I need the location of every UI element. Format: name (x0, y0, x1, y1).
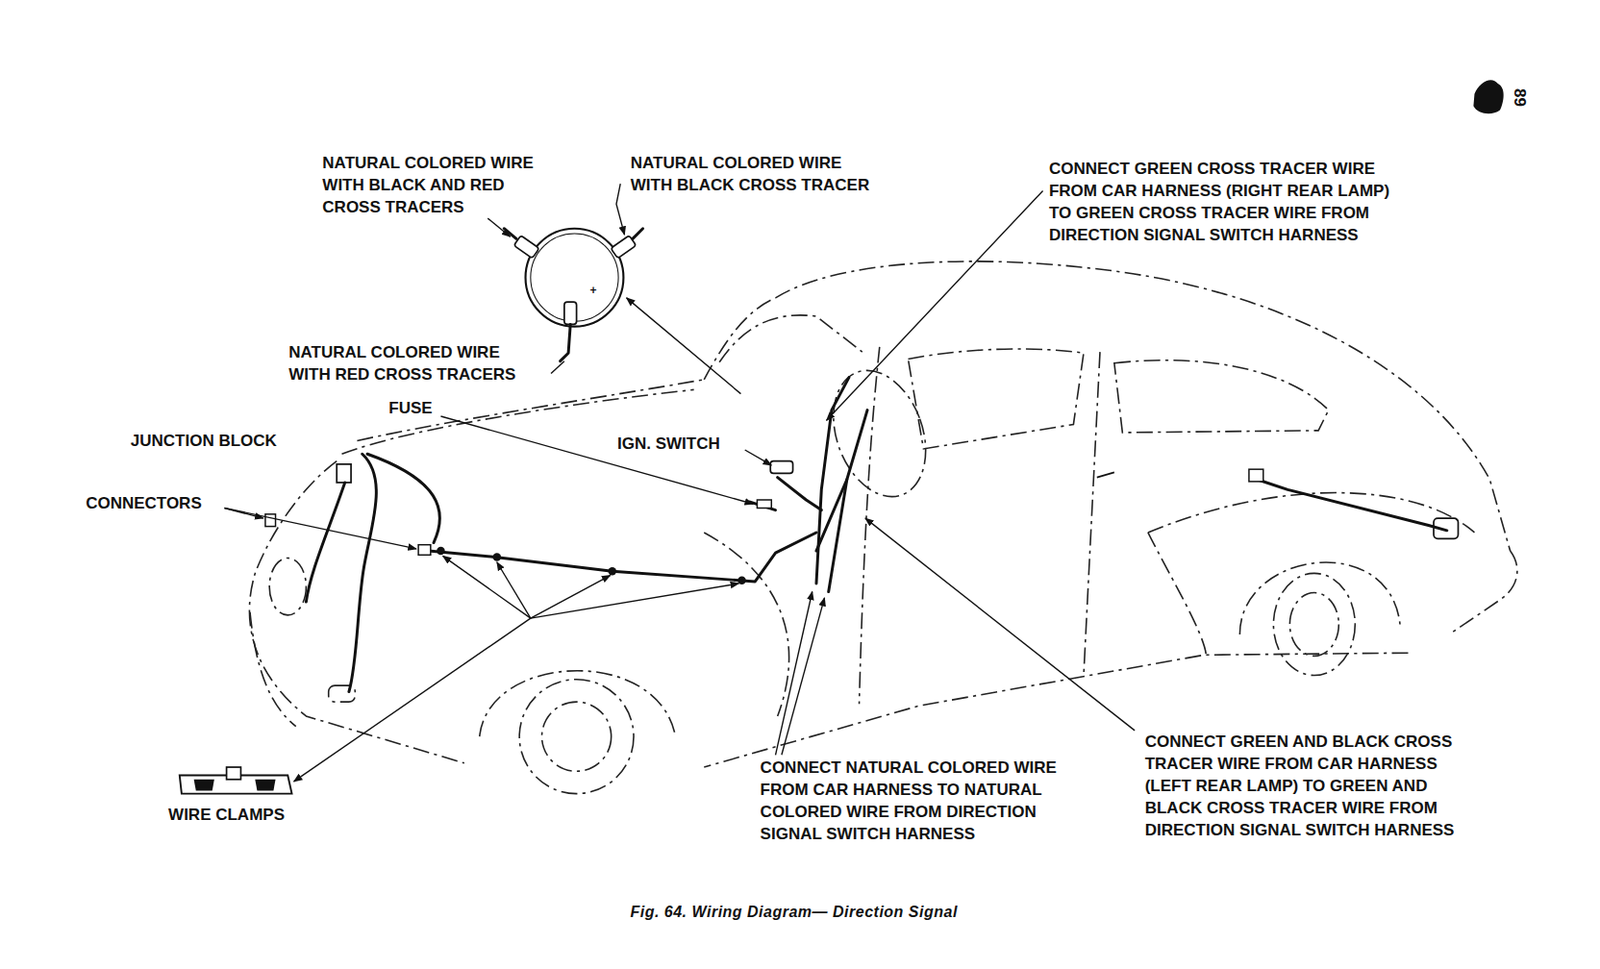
door-handle (1097, 472, 1115, 477)
switch-wire (777, 477, 823, 511)
leader-line (224, 507, 417, 549)
callout-note: NATURAL COLORED WIRE WITH BLACK CROSS TR… (630, 151, 875, 197)
front-fender (249, 461, 464, 764)
roof-line (775, 261, 1511, 551)
part-label: 89 (1508, 88, 1531, 107)
drawing-group (179, 79, 1518, 794)
wire-clamp-dot (436, 547, 445, 555)
leader-line (626, 298, 742, 395)
leader-line (745, 450, 773, 466)
part-label: FUSE (388, 397, 432, 420)
part-label: CONNECTORS (85, 492, 202, 515)
label-anchor: NATURAL COLORED WIRE WITH RED CROSS TRAC… (288, 341, 521, 386)
leader-line (440, 416, 753, 504)
flasher-wire (560, 324, 572, 361)
label-anchor: + (589, 279, 597, 302)
headlamp (269, 557, 306, 615)
front-wheel (519, 679, 634, 795)
callout-note: CONNECT GREEN CROSS TRACER WIRE FROM CAR… (1049, 157, 1395, 247)
front-hub (542, 701, 612, 772)
figure-caption: Fig. 64. Wiring Diagram— Direction Signa… (629, 902, 957, 923)
label-anchor: CONNECT GREEN AND BLACK CROSS TRACER WIR… (1145, 730, 1460, 842)
parking-lamp-wire (349, 453, 376, 692)
leader-line (616, 183, 625, 235)
label-anchor: NATURAL COLORED WIRE WITH BLACK CROSS TR… (630, 151, 875, 197)
wire-clamp-dot (737, 576, 746, 585)
label-anchor: JUNCTION BLOCK (130, 429, 277, 452)
leader-line (550, 361, 565, 375)
clamp-tab (194, 779, 215, 792)
connector (1249, 469, 1264, 482)
label-anchor: NATURAL COLORED WIRE WITH BLACK AND RED … (322, 151, 538, 219)
leader-line (865, 518, 1135, 731)
leader-line (530, 583, 739, 619)
headlamp-wire (305, 482, 345, 602)
part-label: IGN. SWITCH (617, 432, 721, 455)
grille (250, 612, 297, 727)
fender-rear-edge (703, 532, 789, 717)
flasher-terminal (564, 301, 577, 325)
leader-line (443, 555, 531, 619)
windshield (719, 315, 863, 363)
wiring-harness (265, 377, 1459, 693)
label-anchor: CONNECT GREEN CROSS TRACER WIRE FROM CAR… (1049, 157, 1395, 247)
clamp-clip (226, 767, 242, 780)
rear-hub (1289, 593, 1339, 657)
scan-blob (1473, 79, 1503, 114)
label-anchor: IGN. SWITCH (617, 432, 721, 455)
main-harness (428, 532, 817, 582)
label-anchor: CONNECT NATURAL COLORED WIRE FROM CAR HA… (760, 756, 1062, 846)
leader-line (826, 190, 1044, 421)
rear-fender-front (1148, 532, 1206, 655)
label-anchor: WIRE CLAMPS (168, 803, 285, 826)
wire-clamp-icon (179, 767, 293, 795)
steering-column (816, 479, 848, 551)
leader-line (497, 562, 531, 619)
flasher-wire (632, 228, 644, 240)
leader-lines (224, 183, 1135, 782)
junction-block (336, 464, 351, 483)
leader-line (294, 618, 531, 782)
front-window (907, 349, 1084, 450)
steering-wheel (817, 357, 943, 510)
ignition-switch (770, 461, 793, 475)
harness-wire (367, 453, 440, 543)
part-label: JUNCTION BLOCK (130, 429, 277, 452)
flasher-body (525, 228, 625, 327)
column-wire (828, 410, 868, 593)
connector (265, 514, 276, 527)
connector (418, 545, 431, 556)
label-anchor: FUSE (388, 397, 432, 420)
part-label: WIRE CLAMPS (168, 803, 285, 826)
flasher-unit (503, 228, 643, 362)
column-wire (816, 377, 850, 584)
rear-window (1114, 360, 1329, 433)
rear-wheel (1273, 573, 1355, 675)
leader-line (775, 592, 813, 756)
callout-note: NATURAL COLORED WIRE WITH RED CROSS TRAC… (288, 341, 521, 386)
wire-clamp-dot (493, 552, 501, 561)
front-wheel-arch (479, 671, 676, 737)
fuse (756, 500, 772, 508)
door-front-edge (859, 347, 880, 704)
callout-note: CONNECT GREEN AND BLACK CROSS TRACER WIR… (1145, 730, 1460, 842)
hood-line (356, 379, 704, 442)
callout-note: NATURAL COLORED WIRE WITH BLACK AND RED … (322, 151, 538, 219)
label-anchor: CONNECTORS (85, 492, 202, 515)
tail-lamp (1433, 518, 1458, 539)
wire-clamp-dot (607, 567, 616, 575)
clamp-tab (254, 779, 275, 792)
callout-note: CONNECT NATURAL COLORED WIRE FROM CAR HA… (760, 756, 1062, 846)
rear-lamp-wire (1256, 479, 1447, 531)
leader-line (487, 218, 510, 237)
label-anchor: 89 (1530, 88, 1550, 111)
rear-fender-top (1148, 493, 1475, 533)
car-outline (249, 261, 1517, 795)
door-rear-edge (1083, 351, 1100, 675)
rear-end (1449, 550, 1518, 635)
leader-line (781, 598, 825, 755)
part-label: + (589, 279, 597, 302)
caption-anchor: Fig. 64. Wiring Diagram— Direction Signa… (629, 902, 957, 923)
